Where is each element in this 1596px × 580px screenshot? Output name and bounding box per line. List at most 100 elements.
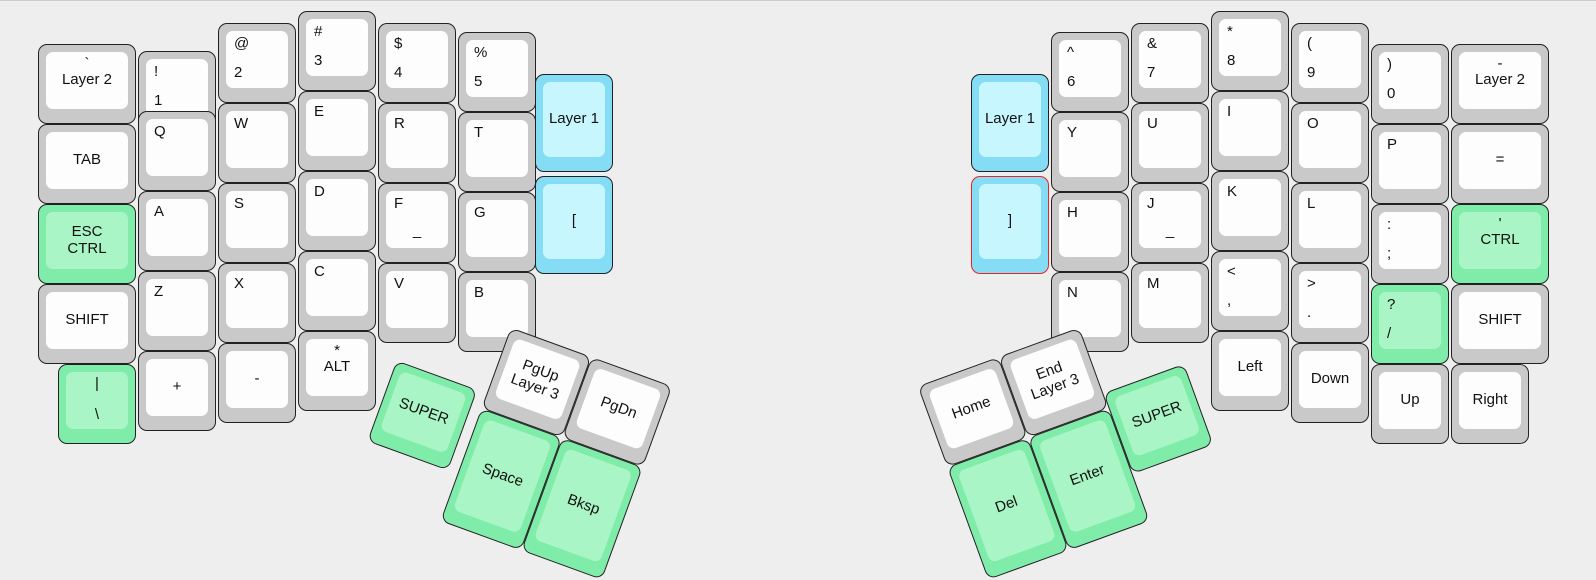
key-l-layer1[interactable]: Layer 1: [535, 74, 613, 172]
keycap-surface: *8: [1219, 19, 1281, 76]
keycap-surface: V: [386, 271, 448, 328]
key-legend: Home: [949, 393, 993, 423]
key-l-2[interactable]: @2: [218, 23, 296, 103]
key-l-alt[interactable]: *ALT: [298, 331, 376, 411]
key-l-q[interactable]: Q: [138, 111, 216, 191]
key-r-7[interactable]: &7: [1131, 23, 1209, 103]
key-legend: %: [474, 44, 488, 61]
key-r-slash[interactable]: ?/: [1371, 284, 1449, 364]
key-legend: Right: [1472, 391, 1508, 409]
key-l-d[interactable]: D: [298, 171, 376, 251]
key-legend: K: [1227, 183, 1238, 200]
key-r-k[interactable]: K: [1211, 171, 1289, 251]
keycap-surface: G: [466, 200, 528, 257]
keycap-surface: Y: [1059, 120, 1121, 177]
key-l-s[interactable]: S: [218, 183, 296, 263]
keycap-surface: PgDn: [574, 367, 663, 451]
key-legend: `: [84, 55, 90, 72]
keycap-surface: #3: [306, 19, 368, 76]
key-l-x[interactable]: X: [218, 263, 296, 343]
key-r-period[interactable]: >.: [1291, 263, 1369, 343]
key-r-0[interactable]: )0: [1371, 44, 1449, 124]
key-r-9[interactable]: (9: [1291, 23, 1369, 103]
key-legend: $: [394, 35, 403, 52]
key-legend: 5: [474, 73, 483, 91]
key-l-z[interactable]: Z: [138, 271, 216, 351]
keycap-surface: <,: [1219, 259, 1281, 316]
key-l-5[interactable]: %5: [458, 32, 536, 112]
key-r-left[interactable]: Left: [1211, 331, 1289, 411]
key-r-comma[interactable]: <,: [1211, 251, 1289, 331]
key-l-pipe[interactable]: |\: [58, 364, 136, 444]
key-r-rbrk[interactable]: ]: [971, 176, 1049, 274]
keycap-surface: K: [1219, 179, 1281, 236]
key-l-lbrk[interactable]: [: [535, 176, 613, 274]
key-r-h[interactable]: H: [1051, 192, 1129, 272]
key-l-r[interactable]: R: [378, 103, 456, 183]
key-l-tab[interactable]: TAB: [38, 124, 136, 204]
key-legend: /: [1387, 325, 1392, 343]
key-l-escctrl[interactable]: ESC CTRL: [38, 204, 136, 284]
key-l-layer2[interactable]: `Layer 2: [38, 44, 136, 124]
key-legend: 9: [1307, 64, 1316, 82]
key-legend: SUPER: [396, 394, 451, 429]
key-legend: V: [394, 275, 405, 292]
keycap-surface: +: [146, 359, 208, 416]
key-legend: :: [1387, 216, 1392, 233]
key-r-down[interactable]: Down: [1291, 343, 1369, 423]
key-l-shift[interactable]: SHIFT: [38, 284, 136, 364]
key-l-g[interactable]: G: [458, 192, 536, 272]
key-legend: G: [474, 204, 486, 221]
key-legend: N: [1067, 284, 1078, 301]
key-l-f[interactable]: F_: [378, 183, 456, 263]
key-r-shift[interactable]: SHIFT: [1451, 284, 1549, 364]
key-legend: =: [1495, 151, 1505, 169]
key-l-t[interactable]: T: [458, 112, 536, 192]
key-legend: ]: [1007, 212, 1013, 230]
key-r-right[interactable]: Right: [1451, 364, 1529, 444]
keycap-surface: J_: [1139, 191, 1201, 248]
key-r-n[interactable]: N: [1051, 272, 1129, 352]
keycap-surface: *ALT: [306, 339, 368, 396]
key-l-c[interactable]: C: [298, 251, 376, 331]
key-l-v[interactable]: V: [378, 263, 456, 343]
key-r-layer2[interactable]: -Layer 2: [1451, 44, 1549, 124]
key-l-w[interactable]: W: [218, 103, 296, 183]
key-l-plus[interactable]: +: [138, 351, 216, 431]
key-l-a[interactable]: A: [138, 191, 216, 271]
key-legend: ALT: [323, 358, 351, 376]
keycap-surface: I: [1219, 99, 1281, 156]
key-l-e[interactable]: E: [298, 91, 376, 171]
key-l-minus[interactable]: -: [218, 343, 296, 423]
key-r-layer1[interactable]: Layer 1: [971, 74, 1049, 172]
keycap-surface: W: [226, 111, 288, 168]
key-legend: Layer 1: [548, 110, 600, 128]
key-legend: TAB: [72, 151, 102, 169]
key-r-m[interactable]: M: [1131, 263, 1209, 343]
key-r-ctrl[interactable]: 'CTRL: [1451, 204, 1549, 284]
key-legend: L: [1307, 195, 1316, 212]
key-r-8[interactable]: *8: [1211, 11, 1289, 91]
key-r-l[interactable]: L: [1291, 183, 1369, 263]
key-r-p[interactable]: P: [1371, 124, 1449, 204]
key-legend: ?: [1387, 296, 1396, 313]
key-l-4[interactable]: $4: [378, 23, 456, 103]
key-r-up[interactable]: Up: [1371, 364, 1449, 444]
key-r-u[interactable]: U: [1131, 103, 1209, 183]
key-r-semi[interactable]: :;: [1371, 204, 1449, 284]
key-l-3[interactable]: #3: [298, 11, 376, 91]
key-r-i[interactable]: I: [1211, 91, 1289, 171]
keycap-surface: >.: [1299, 271, 1361, 328]
keycap-surface: T: [466, 120, 528, 177]
key-legend: \: [94, 406, 100, 423]
key-l-super[interactable]: SUPER: [367, 360, 478, 471]
key-legend: J: [1147, 195, 1155, 212]
key-r-y[interactable]: Y: [1051, 112, 1129, 192]
key-legend: >: [1307, 275, 1316, 292]
key-r-o[interactable]: O: [1291, 103, 1369, 183]
key-legend: Down: [1310, 370, 1350, 388]
key-r-equal[interactable]: =: [1451, 124, 1549, 204]
key-r-6[interactable]: ^6: [1051, 32, 1129, 112]
key-r-j[interactable]: J_: [1131, 183, 1209, 263]
keycap-surface: E: [306, 99, 368, 156]
